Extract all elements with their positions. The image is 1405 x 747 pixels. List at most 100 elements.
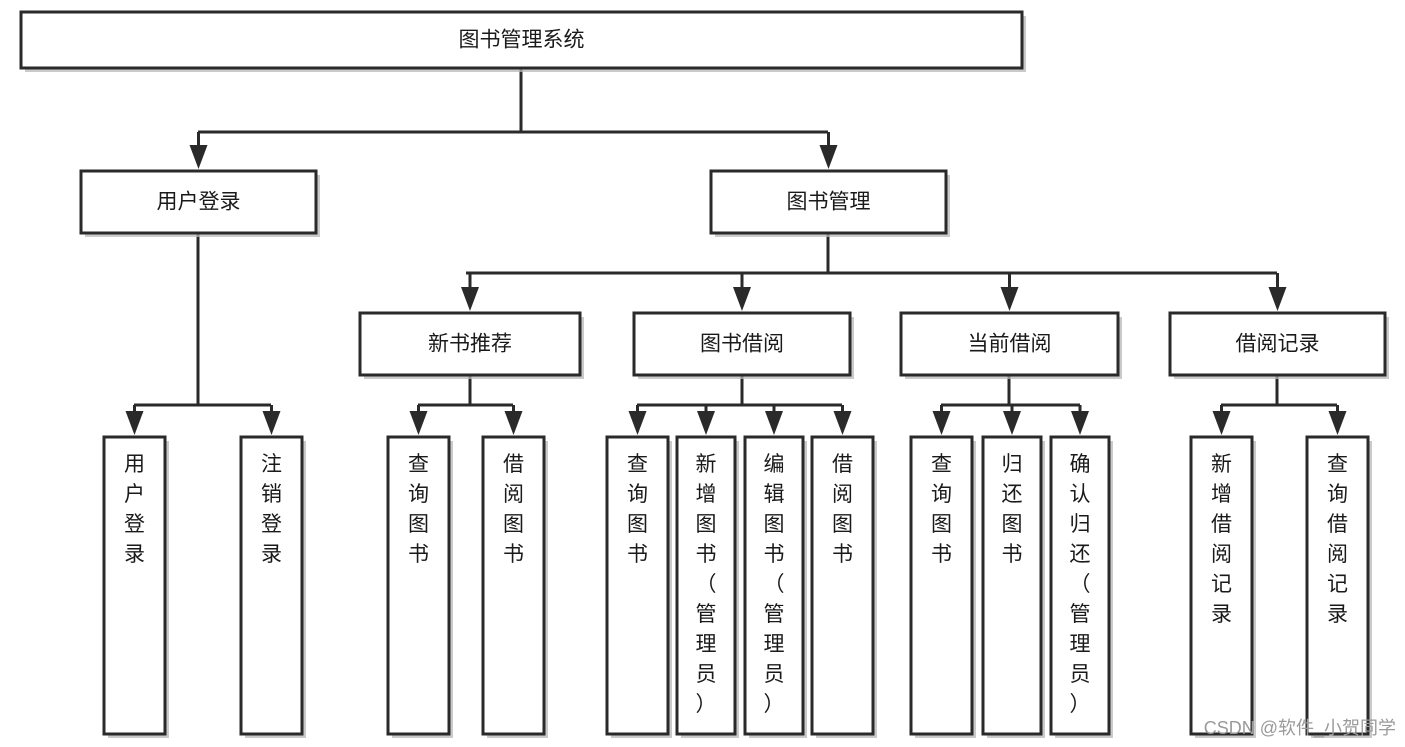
node-current-borrow[interactable]: 当前借阅 bbox=[899, 311, 1122, 379]
arrow-head-icon bbox=[628, 411, 647, 435]
node-box[interactable] bbox=[1189, 435, 1254, 736]
node-label: 图书借阅 bbox=[700, 333, 784, 356]
node-box[interactable] bbox=[386, 435, 451, 736]
connector-arrow bbox=[1071, 405, 1089, 435]
node-label: 确认归还（管理员） bbox=[1070, 453, 1091, 716]
node-box[interactable] bbox=[810, 435, 875, 736]
node-box[interactable] bbox=[1049, 435, 1111, 736]
node-label: 查询图书 bbox=[931, 453, 952, 566]
node-label: 新书推荐 bbox=[428, 333, 512, 356]
node-leaf-edit-book[interactable]: 编辑图书（管理员） bbox=[743, 435, 807, 738]
arrow-head-icon bbox=[733, 287, 751, 311]
node-box[interactable] bbox=[675, 435, 737, 736]
node-book-borrow[interactable]: 图书借阅 bbox=[632, 311, 854, 379]
csdn-watermark: CSDN @软件_小贺同学 bbox=[1204, 718, 1396, 739]
connector-arrow bbox=[765, 405, 783, 435]
node-box[interactable] bbox=[481, 435, 546, 736]
node-layer: 图书管理系统用户登录用户登录注销登录图书管理新书推荐查询图书借阅图书图书借阅查询… bbox=[19, 10, 1389, 738]
node-leaf-query-record[interactable]: 查询借阅记录 bbox=[1305, 435, 1372, 738]
arrow-head-icon bbox=[1071, 411, 1089, 435]
connector-arrow bbox=[733, 273, 751, 311]
connector-arrow bbox=[189, 132, 208, 169]
node-leaf-query-book-1[interactable]: 查询图书 bbox=[386, 435, 453, 738]
arrow-head-icon bbox=[833, 411, 852, 435]
node-label: 图书管理 bbox=[787, 191, 871, 214]
node-leaf-add-record[interactable]: 新增借阅记录 bbox=[1189, 435, 1256, 738]
node-root[interactable]: 图书管理系统 bbox=[19, 10, 1026, 72]
connector-arrow bbox=[819, 132, 838, 169]
arrow-head-icon bbox=[461, 287, 479, 311]
node-leaf-borrow-book-2[interactable]: 借阅图书 bbox=[810, 435, 877, 738]
node-box[interactable] bbox=[605, 435, 670, 736]
node-box[interactable] bbox=[709, 169, 948, 235]
node-label: 查询借阅记录 bbox=[1327, 453, 1348, 626]
node-leaf-add-book[interactable]: 新增图书（管理员） bbox=[675, 435, 739, 738]
node-label: 当前借阅 bbox=[968, 333, 1052, 356]
node-box[interactable] bbox=[981, 435, 1043, 736]
node-user-login[interactable]: 用户登录 bbox=[79, 169, 320, 237]
connector-arrow bbox=[262, 405, 281, 435]
node-label: 查询图书 bbox=[408, 453, 429, 566]
arrow-head-icon bbox=[765, 411, 783, 435]
node-book-management[interactable]: 图书管理 bbox=[709, 169, 950, 237]
arrow-head-icon bbox=[1212, 411, 1231, 435]
node-box[interactable] bbox=[743, 435, 805, 736]
node-box[interactable] bbox=[79, 169, 318, 235]
arrow-head-icon bbox=[409, 411, 428, 435]
node-box[interactable] bbox=[909, 435, 974, 736]
connector-arrow bbox=[833, 405, 852, 435]
connector-arrow bbox=[932, 405, 951, 435]
node-label: 新增图书（管理员） bbox=[696, 453, 717, 716]
arrow-head-icon bbox=[189, 145, 208, 169]
arrow-head-icon bbox=[1000, 287, 1019, 311]
node-label: 查询图书 bbox=[627, 453, 648, 566]
connector-arrow bbox=[1328, 405, 1347, 435]
connector-arrow bbox=[1268, 273, 1287, 311]
connector-arrow bbox=[461, 273, 479, 311]
arrow-head-icon bbox=[1268, 287, 1287, 311]
connector-arrow bbox=[697, 405, 715, 435]
node-leaf-return-book[interactable]: 归还图书 bbox=[981, 435, 1045, 738]
node-label: 借阅图书 bbox=[832, 453, 853, 566]
node-box[interactable] bbox=[19, 10, 1024, 70]
arrow-head-icon bbox=[1003, 411, 1021, 435]
node-label: 编辑图书（管理员） bbox=[764, 453, 785, 716]
node-leaf-user-login[interactable]: 用户登录 bbox=[102, 435, 169, 738]
node-leaf-query-book-2[interactable]: 查询图书 bbox=[605, 435, 672, 738]
node-box[interactable] bbox=[1305, 435, 1370, 736]
node-borrow-records[interactable]: 借阅记录 bbox=[1168, 311, 1389, 379]
connector-arrow bbox=[125, 405, 144, 435]
node-box[interactable] bbox=[239, 435, 304, 736]
node-label: 图书管理系统 bbox=[459, 29, 585, 52]
node-leaf-user-logout[interactable]: 注销登录 bbox=[239, 435, 306, 738]
node-leaf-borrow-book-1[interactable]: 借阅图书 bbox=[481, 435, 548, 738]
arrow-head-icon bbox=[125, 411, 144, 435]
node-label: 用户登录 bbox=[157, 191, 241, 214]
node-label: 注销登录 bbox=[261, 453, 282, 566]
node-new-book-recommend[interactable]: 新书推荐 bbox=[358, 311, 584, 379]
connector-arrow bbox=[504, 405, 523, 435]
node-label: 用户登录 bbox=[124, 453, 145, 566]
connector-arrow bbox=[409, 405, 428, 435]
node-leaf-confirm-return[interactable]: 确认归还（管理员） bbox=[1049, 435, 1113, 738]
arrow-head-icon bbox=[697, 411, 715, 435]
arrow-head-icon bbox=[932, 411, 951, 435]
arrow-head-icon bbox=[504, 411, 523, 435]
connector-arrow bbox=[1212, 405, 1231, 435]
arrow-head-icon bbox=[262, 411, 281, 435]
connector-arrow bbox=[1003, 405, 1021, 435]
node-box[interactable] bbox=[102, 435, 167, 736]
connector-arrow bbox=[628, 405, 647, 435]
node-box[interactable] bbox=[358, 311, 582, 377]
arrow-head-icon bbox=[819, 145, 838, 169]
node-label: 归还图书 bbox=[1002, 453, 1023, 566]
node-leaf-query-book-3[interactable]: 查询图书 bbox=[909, 435, 976, 738]
node-label: 借阅图书 bbox=[503, 453, 524, 566]
node-label: 借阅记录 bbox=[1236, 333, 1320, 356]
connector-arrow bbox=[1000, 273, 1019, 311]
node-box[interactable] bbox=[1168, 311, 1387, 377]
node-box[interactable] bbox=[899, 311, 1120, 377]
node-box[interactable] bbox=[632, 311, 852, 377]
